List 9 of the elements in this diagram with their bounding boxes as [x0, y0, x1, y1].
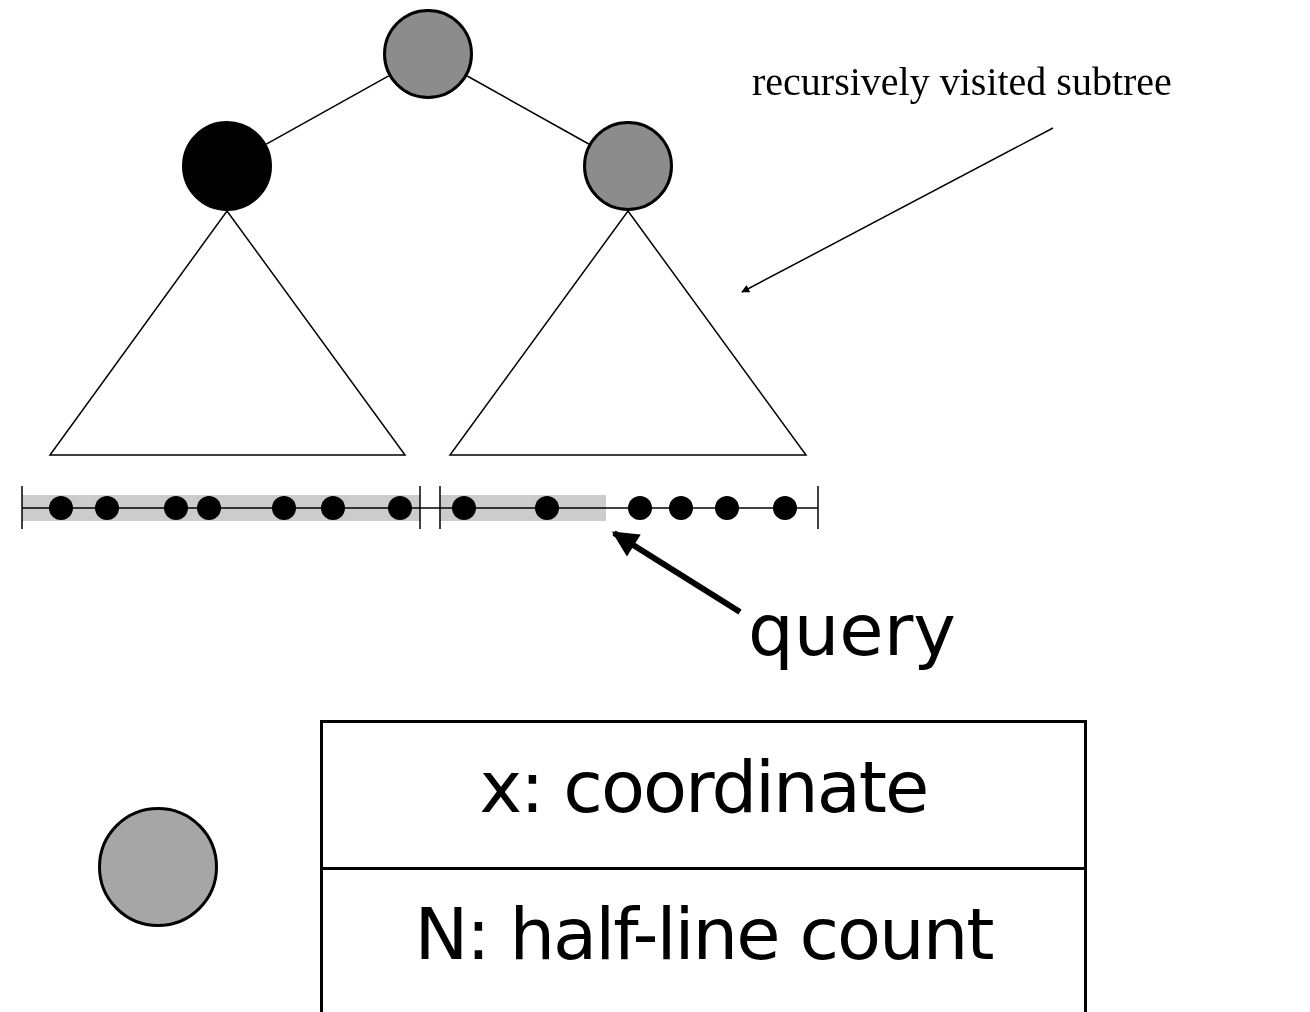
arrow: [741, 127, 1054, 293]
record-field-text: N: half-line count: [413, 892, 994, 976]
query-label: query: [748, 588, 956, 672]
arrow: [611, 530, 742, 615]
record-field-text: x: coordinate: [478, 745, 929, 829]
tree-edge: [466, 75, 590, 145]
record-box: [320, 720, 1087, 1012]
annotation-text: recursively visited subtree: [752, 58, 1172, 105]
tree-edge: [265, 75, 390, 145]
